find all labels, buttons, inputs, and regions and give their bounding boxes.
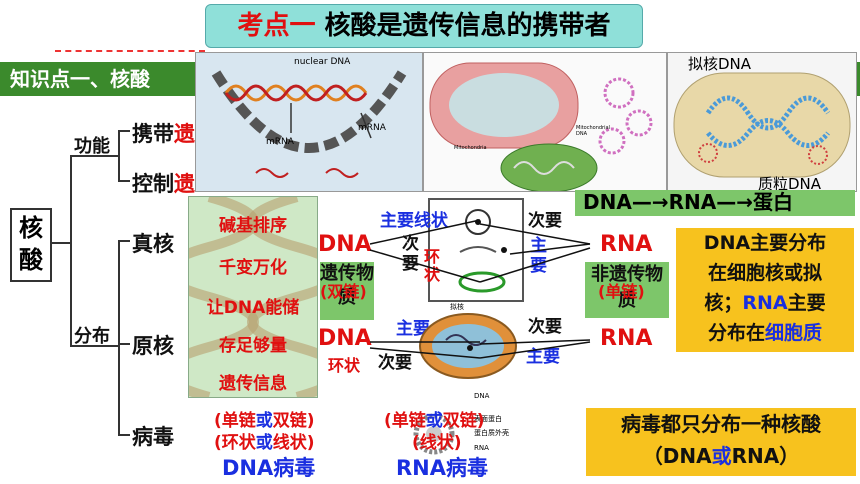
tree-line: [70, 345, 118, 347]
virus-dna-label: DNA: [474, 392, 490, 400]
virus-rna-label: RNA: [474, 444, 489, 452]
virus-label: 病毒: [132, 425, 174, 449]
summary-line-1: DNA主要分布: [703, 232, 827, 254]
dist-label: 分布: [74, 326, 110, 347]
title-part1: 考点一: [237, 11, 316, 41]
virus-rna-line1: (单链或双链): [384, 411, 485, 431]
euk-dna: DNA: [318, 232, 372, 257]
root-label: 核酸: [19, 214, 43, 274]
euk-main-linear: 主要线状: [380, 211, 448, 231]
flow-banner: DNA—→RNA—→蛋白: [575, 190, 855, 216]
nuclear-dna-image: nuclear DNA mRNA mRNA: [195, 52, 423, 192]
prok-ring: 环状: [328, 356, 361, 375]
euk-arrows: [369, 219, 591, 283]
mitochondria-label: Mitochondria: [454, 145, 487, 151]
nongenetic-label: 非遗传物质: [591, 264, 663, 311]
prok-secondary: 次要: [378, 353, 412, 373]
single-label: (单链): [598, 282, 645, 301]
helix-svg: [189, 197, 317, 397]
divider: [55, 50, 205, 52]
helix-text-1: 碱基排序: [219, 216, 287, 236]
nucleoid-label: 拟核DNA: [688, 55, 752, 73]
prok-main: 主要: [396, 319, 430, 339]
prok-rna: RNA: [600, 326, 653, 351]
prok-nucleoid-label: 拟核: [450, 303, 464, 311]
mrna-label-1: mRNA: [266, 137, 294, 147]
prokaryote-image: 拟核DNA 质粒DNA: [667, 52, 857, 192]
virus-rna-line2: (线状): [412, 433, 462, 453]
nongenetic-box: 非遗传物质: [585, 262, 669, 318]
virus-summary-line-2: （DNA或RNA）: [642, 444, 800, 468]
root-box: 核酸: [10, 208, 52, 282]
mitochondria-image: Mitochondria Mitochondrial DNA: [423, 52, 667, 192]
tree-line: [118, 240, 120, 435]
nucleus-svg: [211, 70, 407, 178]
prok-arrows: [369, 339, 591, 359]
tree-line: [118, 180, 130, 182]
euk-rna: RNA: [600, 232, 653, 257]
euk-label: 真核: [132, 232, 174, 256]
summary-line-2: 在细胞核或拟: [707, 262, 822, 284]
helix-text-2: 千变万化: [219, 258, 287, 278]
mito-svg: [429, 62, 653, 191]
summary-line-3: 核；RNA主要: [704, 292, 826, 314]
title-part2: 核酸是遗传信息的携带者: [324, 11, 611, 41]
prok-main2: 主要: [526, 347, 560, 367]
prok-dna: DNA: [318, 326, 372, 351]
euk-secondary2: 次要: [528, 211, 562, 231]
virus-dna-line1: (单链或双链): [214, 411, 315, 431]
genetic-box: 遗传物质: [320, 262, 374, 320]
mito-dna-label: Mitochondrial DNA: [576, 125, 610, 137]
virus-image: DNA RNA 表面蛋白 蛋白质外壳: [412, 388, 522, 478]
prok-secondary2: 次要: [528, 317, 562, 337]
prok-label: 原核: [132, 334, 174, 358]
tree-line: [70, 155, 72, 345]
section-banner-end: [855, 62, 860, 96]
tree-line: [118, 434, 130, 436]
tree-line: [118, 343, 130, 345]
mrna-label-2: mRNA: [358, 123, 386, 133]
euk-secondary: 次要: [402, 234, 419, 274]
tree-line: [50, 242, 70, 244]
helix-text-3: 让DNA能储: [206, 298, 300, 318]
virus-dna-line2: (环状或线状): [214, 433, 315, 453]
func-label: 功能: [74, 136, 110, 157]
section-banner: 知识点一、核酸: [0, 62, 200, 96]
euk-ring: 环状: [424, 247, 441, 284]
prokaryote-svg: [673, 72, 851, 178]
func2-label: 控制遗: [132, 172, 195, 196]
genetic-label: 遗传物质: [320, 263, 374, 308]
nuclear-dna-label: nuclear DNA: [294, 57, 351, 67]
euk-cell: [428, 198, 524, 302]
tree-line: [118, 240, 130, 242]
dna-virus-label: DNA病毒: [222, 456, 316, 480]
tree-line: [118, 130, 120, 182]
helix-panel: 碱基排序 千变万化 让DNA能储 存足够量 遗传信息: [188, 196, 318, 398]
rna-virus-label: RNA病毒: [396, 456, 488, 480]
prok-cell-image: 拟核: [410, 300, 520, 384]
summary-line-4: 分布在细胞质: [707, 322, 823, 344]
virus-summary-line-1: 病毒都只分布一种核酸: [621, 412, 821, 436]
virus-shell-label: 蛋白质外壳: [474, 429, 509, 437]
double-label: (双链): [320, 282, 367, 301]
virus-summary-box: 病毒都只分布一种核酸 （DNA或RNA）: [586, 408, 856, 476]
tree-line: [118, 130, 130, 132]
summary-box: DNA主要分布 在细胞核或拟 核；RNA主要 分布在细胞质: [676, 228, 854, 352]
prok-cell-svg: [419, 313, 517, 379]
page-title: 考点一 核酸是遗传信息的携带者: [205, 4, 643, 48]
virus-coat-label: 表面蛋白: [474, 415, 502, 423]
helix-text-4: 存足够量: [219, 336, 287, 356]
tree-line: [70, 155, 118, 157]
plasmid-label: 质粒DNA: [758, 175, 822, 192]
func1-label: 携带遗: [132, 122, 195, 146]
helix-text-5: 遗传信息: [219, 374, 287, 394]
virus-svg: [413, 413, 455, 455]
